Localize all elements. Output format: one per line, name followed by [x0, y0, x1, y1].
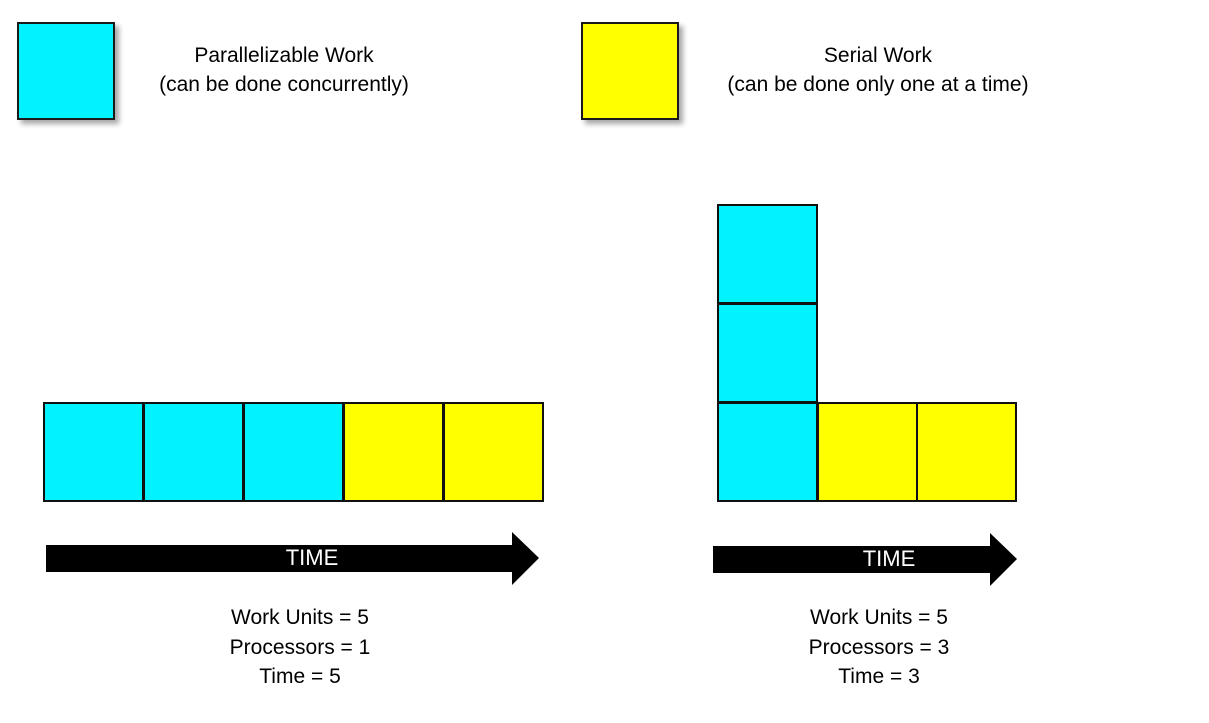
left-processors: Processors = 1	[229, 635, 371, 659]
legend-parallel-title: Parallelizable Work	[194, 44, 374, 67]
left-time: Time = 5	[259, 665, 341, 688]
left-block-parallel-1	[43, 402, 144, 502]
left-block-parallel-3	[243, 402, 344, 502]
left-block-serial-2	[443, 402, 544, 502]
right-processors: Processors = 3	[808, 635, 950, 659]
left-time-arrow	[46, 532, 539, 585]
legend-parallel-subtitle: (can be done concurrently)	[159, 73, 409, 96]
legend-parallel-text: Parallelizable Work (can be done concurr…	[134, 41, 434, 99]
right-block-serial-1	[817, 402, 918, 502]
legend-serial-text: Serial Work (can be done only one at a t…	[698, 41, 1058, 99]
legend-serial-swatch	[581, 22, 679, 120]
left-time-label: TIME	[285, 545, 339, 570]
right-work-units: Work Units = 5	[810, 606, 948, 629]
left-work-units: Work Units = 5	[231, 606, 369, 629]
right-block-parallel-3	[717, 402, 818, 502]
left-block-parallel-2	[143, 402, 244, 502]
right-time-arrow	[713, 533, 1017, 586]
left-stats: Work Units = 5 Processors = 1 Time = 5	[150, 603, 450, 692]
right-stats: Work Units = 5 Processors = 3 Time = 3	[729, 603, 1029, 692]
legend-serial-subtitle: (can be done only one at a time)	[727, 73, 1029, 96]
legend-serial-title: Serial Work	[823, 44, 933, 67]
left-block-serial-1	[343, 402, 444, 502]
legend-parallel-swatch	[17, 22, 115, 120]
right-block-serial-2	[916, 402, 1017, 502]
right-block-parallel-2	[717, 303, 818, 403]
right-time: Time = 3	[838, 665, 920, 688]
right-time-label: TIME	[862, 546, 916, 571]
right-block-parallel-1	[717, 204, 818, 304]
